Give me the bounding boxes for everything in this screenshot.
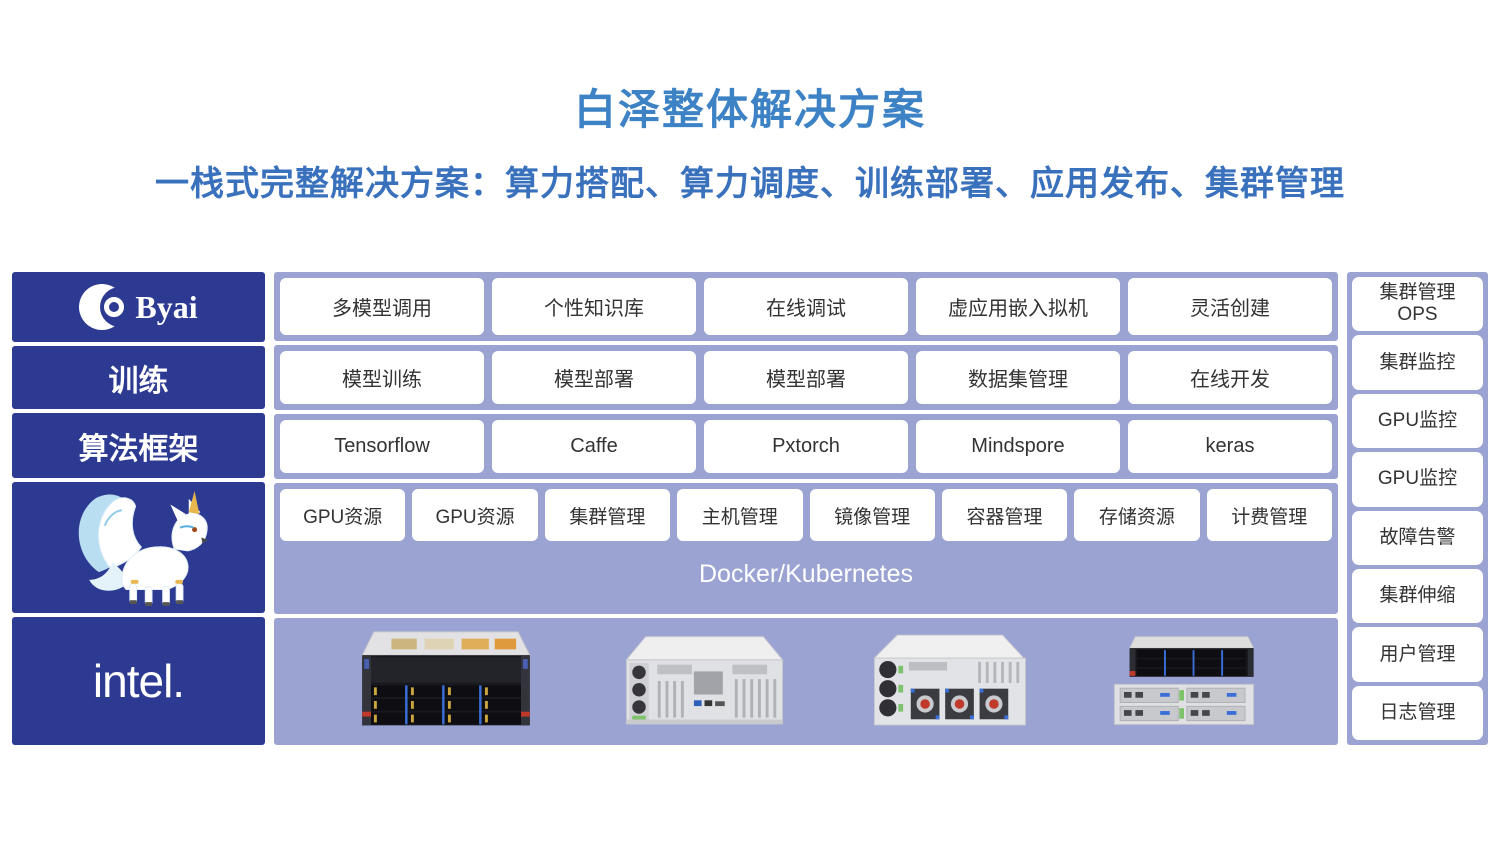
platform-band: GPU资源 GPU资源 集群管理 主机管理 镜像管理 容器管理 存储资源 计费管… xyxy=(274,483,1338,614)
page-title: 白泽整体解决方案 xyxy=(573,86,926,133)
solution-diagram: Byai 训练 算法框架 xyxy=(12,272,1488,745)
app-cell: 灵活创建 xyxy=(1128,278,1332,335)
framework-row-label: 算法框架 xyxy=(12,413,265,478)
framework-cell: Mindspore xyxy=(916,420,1120,473)
byai-logo-icon xyxy=(79,284,126,330)
baize-mascot-cell xyxy=(12,482,265,613)
app-cell: 在线调试 xyxy=(704,278,908,335)
ops-cell: 故障告警 xyxy=(1352,510,1483,565)
intel-logo-text: intel. xyxy=(92,655,185,707)
model-cell: 在线开发 xyxy=(1128,351,1332,404)
framework-cell: keras xyxy=(1128,420,1332,473)
ops-cell: 集群伸缩 xyxy=(1352,568,1483,624)
framework-cell: Pxtorch xyxy=(704,420,908,473)
framework-band: Tensorflow Caffe Pxtorch Mindspore keras xyxy=(274,414,1338,479)
ops-cell: GPU监控 xyxy=(1352,452,1483,507)
framework-cell: Tensorflow xyxy=(280,420,484,473)
ops-cell: 用户管理 xyxy=(1352,627,1483,682)
resource-cell: GPU资源 xyxy=(280,489,406,541)
baize-mascot-image xyxy=(78,490,209,606)
model-cell: 模型部署 xyxy=(704,351,908,404)
ops-cell: 集群管理 OPS xyxy=(1352,277,1483,332)
gpu-server-front-image xyxy=(361,630,531,725)
twin-node-server-image xyxy=(1113,635,1254,725)
resource-cells-row: GPU资源 GPU资源 集群管理 主机管理 镜像管理 容器管理 存储资源 计费管… xyxy=(280,489,1332,541)
server-rear-io-image xyxy=(625,635,784,724)
byai-logo-text: Byai xyxy=(135,288,198,325)
model-cell: 数据集管理 xyxy=(916,351,1120,404)
resource-cell: GPU资源 xyxy=(412,489,538,541)
left-column: Byai 训练 算法框架 xyxy=(12,272,265,745)
framework-cell: Caffe xyxy=(492,420,696,473)
ops-cell: 日志管理 xyxy=(1352,685,1483,740)
resource-cell: 计费管理 xyxy=(1206,489,1332,541)
center-column: 多模型调用 个性知识库 在线调试 虚应用嵌入拟机 灵活创建 模型训练 模型部署 … xyxy=(274,272,1338,745)
training-band: 模型训练 模型部署 模型部署 数据集管理 在线开发 xyxy=(274,345,1338,410)
docker-kubernetes-label: Docker/Kubernetes xyxy=(698,560,913,588)
model-cell: 模型部署 xyxy=(492,351,696,404)
app-cell: 多模型调用 xyxy=(280,278,484,335)
resource-cell: 存储资源 xyxy=(1074,489,1200,541)
resource-cell: 主机管理 xyxy=(677,489,803,541)
resource-cell: 容器管理 xyxy=(941,489,1068,541)
resource-cell: 集群管理 xyxy=(544,489,671,541)
application-band: 多模型调用 个性知识库 在线调试 虚应用嵌入拟机 灵活创建 xyxy=(274,272,1338,341)
page-subtitle: 一栈式完整解决方案：算力搭配、算力调度、训练部署、应用发布、集群管理 xyxy=(155,165,1345,203)
server-rear-fans-image xyxy=(873,634,1027,725)
hardware-band xyxy=(274,618,1338,745)
training-row-label: 训练 xyxy=(12,346,265,409)
right-column: 集群管理 OPS 集群监控 GPU监控 GPU监控 故障告警 集群伸缩 用户管理… xyxy=(1347,272,1488,745)
app-cell: 个性知识库 xyxy=(492,278,696,335)
resource-cell: 镜像管理 xyxy=(809,489,935,541)
ops-cell: GPU监控 xyxy=(1352,393,1483,449)
ops-cell: 集群监控 xyxy=(1352,335,1483,390)
byai-logo-cell: Byai xyxy=(12,272,265,342)
app-cell: 虚应用嵌入拟机 xyxy=(916,278,1120,335)
intel-logo-cell: intel. xyxy=(12,617,265,745)
model-cell: 模型训练 xyxy=(280,351,484,404)
